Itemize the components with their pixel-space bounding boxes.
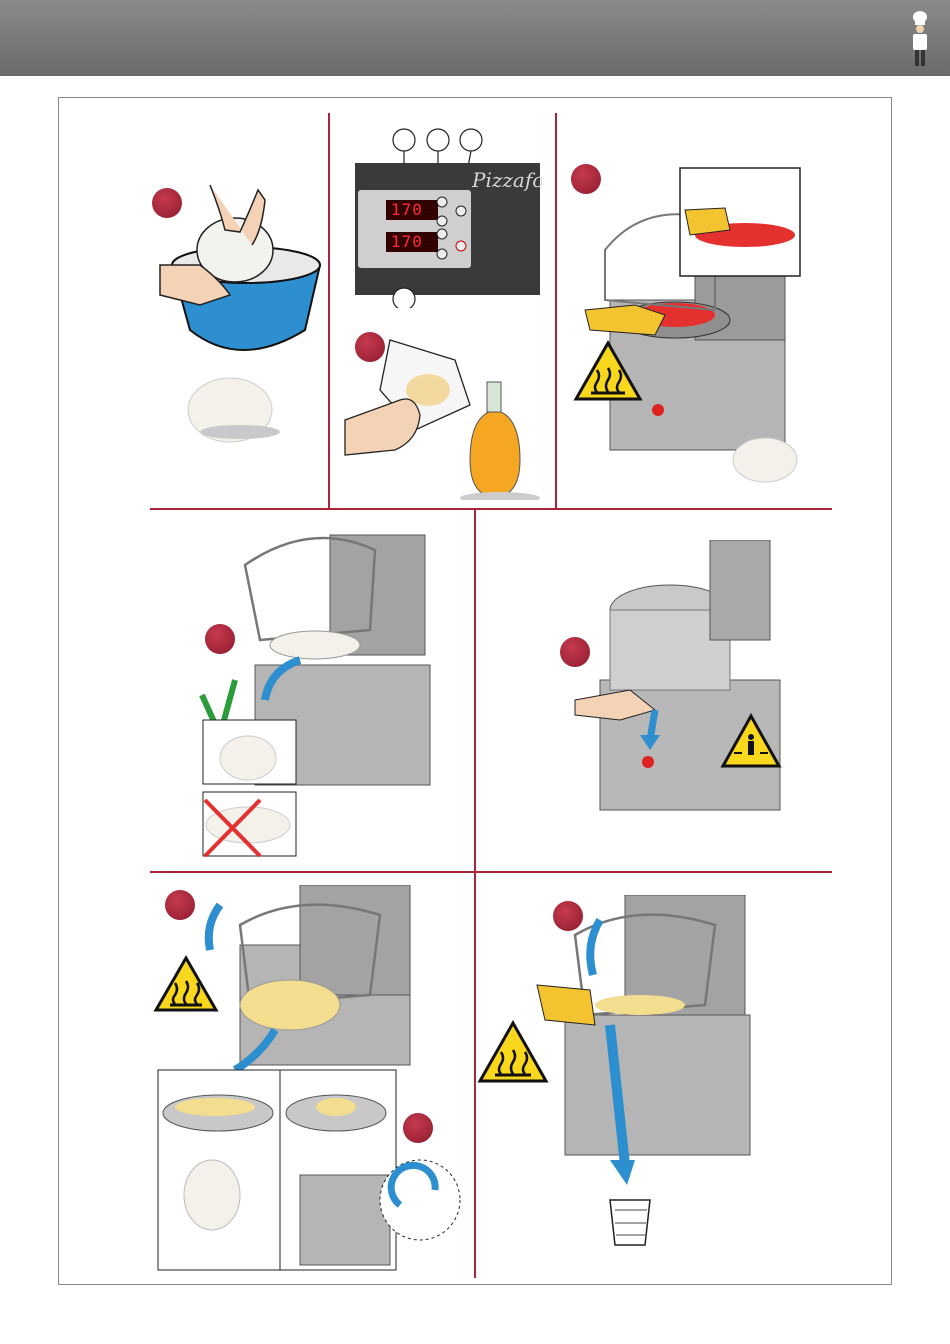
step-panel-oil bbox=[340, 320, 550, 500]
place-dough-icon bbox=[190, 520, 460, 865]
control-panel-icon bbox=[340, 118, 550, 308]
step-badge bbox=[560, 637, 590, 667]
step-badge bbox=[571, 164, 601, 194]
hot-surface-warning-icon bbox=[573, 340, 643, 402]
step-panel-place bbox=[190, 520, 460, 865]
step-panel-remove bbox=[150, 885, 470, 1275]
hot-surface-warning-icon bbox=[477, 1020, 549, 1084]
divider-v2 bbox=[555, 113, 557, 509]
chef-icon bbox=[908, 10, 932, 70]
crush-warning-icon bbox=[720, 713, 782, 769]
step-panel-clean bbox=[475, 895, 835, 1255]
bottom-temperature-display: 170 bbox=[387, 232, 427, 252]
divider-v3 bbox=[474, 510, 476, 872]
wipe-plate-icon bbox=[565, 160, 830, 490]
step-panel-wipe bbox=[565, 160, 830, 490]
step-badge bbox=[355, 332, 385, 362]
step-badge bbox=[553, 901, 583, 931]
step-badge bbox=[403, 1113, 433, 1143]
hot-surface-warning-icon bbox=[153, 955, 219, 1013]
step-badge bbox=[152, 188, 182, 218]
divider-h1 bbox=[150, 508, 832, 510]
close-press-icon bbox=[560, 540, 825, 820]
step-badge bbox=[205, 624, 235, 654]
top-temperature-display: 170 bbox=[387, 200, 427, 220]
divider-h2 bbox=[150, 871, 832, 873]
remove-pizza-icon bbox=[150, 885, 470, 1275]
step-panel-controls: 170 170 Pizzafo bbox=[340, 118, 550, 308]
step-panel-press bbox=[560, 540, 825, 820]
step-badge bbox=[165, 890, 195, 920]
step-panel-dough bbox=[140, 170, 330, 470]
brand-logo: Pizzafo bbox=[472, 168, 542, 192]
header-bar bbox=[0, 0, 950, 76]
